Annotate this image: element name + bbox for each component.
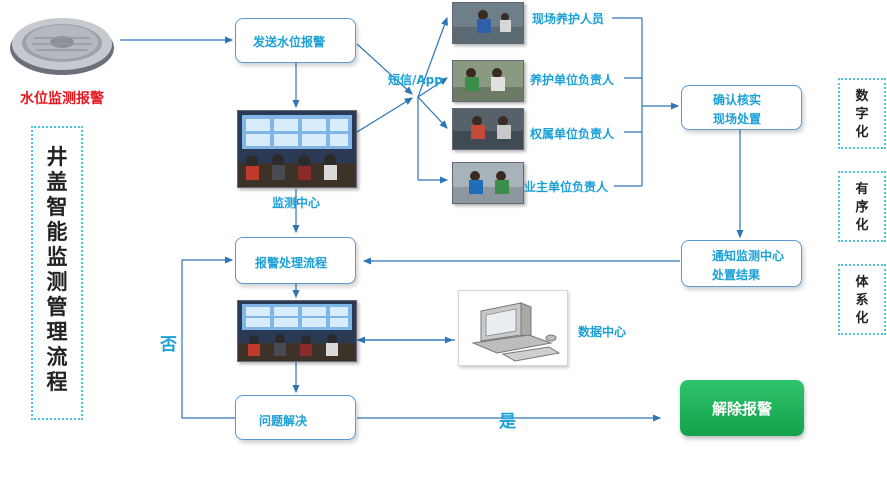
vertical-title-char: 理 — [46, 320, 68, 344]
confirm-onsite-box: 确认核实 现场处置 — [681, 85, 802, 130]
monitor-center-label: 监测中心 — [272, 196, 321, 210]
side-tag-char: 化 — [855, 311, 869, 326]
monitor-center-photo-2 — [237, 300, 357, 362]
sms-app-label: 短信/App — [388, 73, 443, 87]
problem-solved-box: 问题解决 — [235, 395, 356, 440]
side-tag-char: 数 — [855, 89, 869, 104]
side-tag-digital: 数 字 化 — [838, 78, 886, 149]
vertical-title-char: 程 — [46, 370, 68, 394]
release-alarm-box: 解除报警 — [680, 380, 804, 436]
manhole-cover-image — [4, 8, 118, 84]
vertical-title-char: 智 — [46, 195, 68, 219]
vertical-title-char: 井 — [46, 145, 68, 169]
recipient-photo — [452, 108, 524, 150]
recipient-label: 现场养护人员 — [532, 12, 605, 26]
no-label: 否 — [160, 335, 177, 355]
recipient-photo — [452, 2, 524, 44]
vertical-title-char: 盖 — [46, 170, 68, 194]
vertical-title-box: 井 盖 智 能 监 测 管 理 流 程 — [31, 126, 83, 420]
yes-label: 是 — [499, 412, 516, 432]
side-tag-char: 序 — [855, 200, 869, 215]
side-tag-char: 字 — [855, 107, 869, 122]
alarm-process-label: 报警处理流程 — [255, 256, 328, 270]
recipient-label: 养护单位负责人 — [530, 73, 615, 87]
recipient-label: 权属单位负责人 — [530, 127, 615, 141]
recipient-label: 业主单位负责人 — [524, 180, 609, 194]
side-tag-char: 系 — [855, 293, 869, 308]
vertical-title-char: 管 — [46, 295, 68, 319]
notify-result-box: 通知监测中心 处置结果 — [681, 240, 802, 287]
problem-solved-label: 问题解决 — [259, 414, 308, 428]
vertical-title-char: 流 — [46, 345, 68, 369]
release-alarm-label: 解除报警 — [711, 399, 772, 418]
side-tag-char: 化 — [855, 218, 869, 233]
side-tag-char: 化 — [855, 125, 869, 140]
send-alarm-label: 发送水位报警 — [253, 35, 326, 49]
send-alarm-box: 发送水位报警 — [235, 18, 356, 63]
data-center-label: 数据中心 — [578, 325, 627, 339]
confirm-line1: 确认核实 — [713, 93, 762, 107]
confirm-line2: 现场处置 — [713, 112, 762, 126]
recipient-photo — [452, 60, 524, 102]
monitor-center-photo — [237, 110, 357, 188]
notify-line1: 通知监测中心 — [712, 249, 785, 263]
side-tag-char: 有 — [855, 182, 869, 197]
side-tag-systematic: 体 系 化 — [838, 264, 886, 335]
water-level-alarm-title: 水位监测报警 — [20, 91, 104, 107]
vertical-title-char: 测 — [46, 270, 68, 294]
data-center-computer-image — [458, 290, 568, 366]
recipient-photo — [452, 162, 524, 204]
notify-line2: 处置结果 — [712, 268, 761, 282]
vertical-title-char: 能 — [46, 220, 68, 244]
side-tag-orderly: 有 序 化 — [838, 171, 886, 242]
side-tag-char: 体 — [855, 275, 869, 290]
alarm-process-box: 报警处理流程 — [235, 237, 356, 284]
vertical-title-char: 监 — [46, 245, 68, 269]
